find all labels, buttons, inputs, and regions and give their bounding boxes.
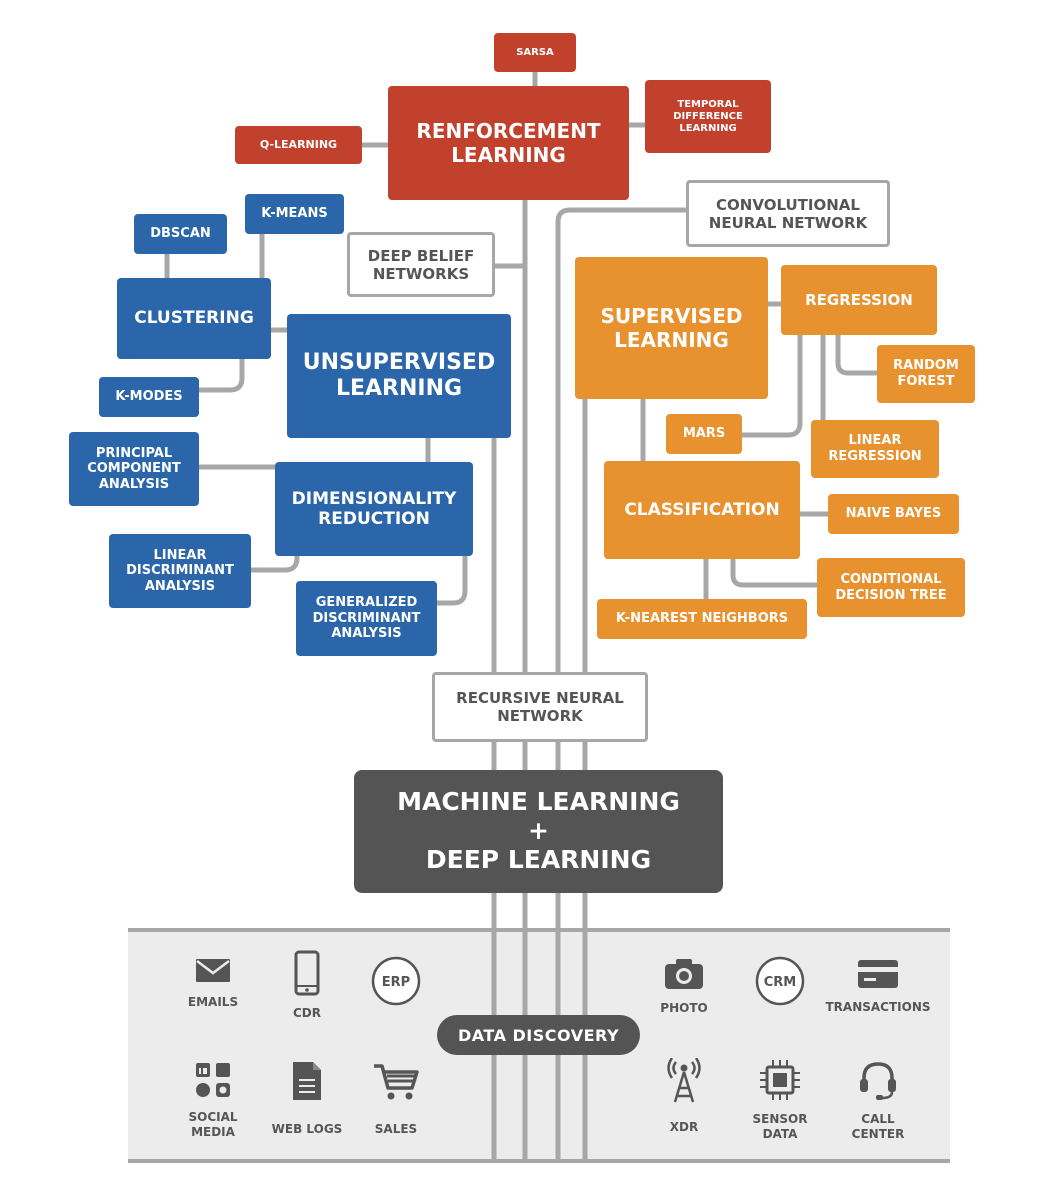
node-linear-regression: LINEAR REGRESSION [811, 420, 939, 478]
link-gda [437, 555, 468, 606]
link-mars [741, 335, 803, 438]
node-convolutional-neural-network: CONVOLUTIONAL NEURAL NETWORK [686, 180, 890, 247]
mobile-phone-icon [294, 950, 320, 996]
node-random-forest: RANDOM FOREST [877, 345, 975, 403]
source-cdr: CDR [252, 950, 362, 1021]
node-conditional-decision-tree: CONDITIONAL DECISION TREE [817, 558, 965, 617]
envelope-icon [196, 959, 230, 982]
node-machine-learning-deep-learning: MACHINE LEARNING + DEEP LEARNING [354, 770, 723, 893]
node-classification: CLASSIFICATION [604, 461, 800, 559]
source-web-logs: WEB LOGS [252, 1060, 362, 1137]
source-emails: EMAILS [158, 955, 268, 1010]
data-discovery-label: DATA DISCOVERY [437, 1015, 640, 1055]
node-mars: MARS [666, 414, 742, 454]
source-xdr: XDR [629, 1058, 739, 1135]
link-random-forest [835, 335, 878, 376]
node-k-modes: K-MODES [99, 377, 199, 417]
node-recursive-neural-network: RECURSIVE NEURAL NETWORK [432, 672, 648, 742]
svg-text:CRM: CRM [764, 975, 797, 990]
node-temporal-difference-learning: TEMPORAL DIFFERENCE LEARNING [645, 80, 771, 153]
trunk-line-3 [555, 207, 688, 1163]
source-sensor-data: SENSOR DATA [725, 1058, 835, 1142]
camera-icon [665, 959, 703, 989]
node-k-nearest-neighbors: K-NEAREST NEIGHBORS [597, 599, 807, 639]
erp-icon: ERP [371, 956, 421, 1006]
node-sarsa: SARSA [494, 33, 576, 72]
source-crm: CRM [725, 955, 835, 1017]
node-regression: REGRESSION [781, 265, 937, 335]
node-clustering: CLUSTERING [117, 278, 271, 359]
node-generalized-discriminant-analysis: GENERALIZED DISCRIMINANT ANALYSIS [296, 581, 437, 656]
source-photo: PHOTO [629, 957, 739, 1016]
chip-icon [760, 1060, 800, 1100]
source-sales: SALES [341, 1060, 451, 1137]
node-unsupervised-learning: UNSUPERVISED LEARNING [287, 314, 511, 438]
node-supervised-learning: SUPERVISED LEARNING [575, 257, 768, 399]
node-k-means: K-MEANS [245, 194, 344, 234]
node-principal-component-analysis: PRINCIPAL COMPONENT ANALYSIS [69, 432, 199, 506]
link-lda [250, 553, 300, 573]
node-linear-discriminant-analysis: LINEAR DISCRIMINANT ANALYSIS [109, 534, 251, 608]
source-erp: ERP [341, 955, 451, 1017]
document-icon [293, 1062, 321, 1100]
svg-text:ERP: ERP [382, 975, 410, 990]
node-q-learning: Q-LEARNING [235, 126, 362, 164]
source-call-center: CALL CENTER [823, 1058, 933, 1142]
social-media-icon [196, 1063, 230, 1097]
shopping-cart-icon [374, 1064, 419, 1100]
crm-icon: CRM [755, 956, 805, 1006]
antenna-icon [667, 1058, 701, 1103]
node-dimensionality-reduction: DIMENSIONALITY REDUCTION [275, 462, 473, 556]
link-conditional [730, 558, 818, 588]
link-kmodes [198, 358, 245, 393]
headset-icon [860, 1062, 896, 1100]
source-transactions: TRANSACTIONS [823, 958, 933, 1015]
source-social-media: SOCIAL MEDIA [158, 1060, 268, 1140]
node-deep-belief-networks: DEEP BELIEF NETWORKS [347, 232, 495, 297]
credit-card-icon [858, 960, 898, 988]
node-naive-bayes: NAIVE BAYES [828, 494, 959, 534]
node-reinforcement-learning: RENFORCEMENT LEARNING [388, 86, 629, 200]
node-dbscan: DBSCAN [134, 214, 227, 254]
